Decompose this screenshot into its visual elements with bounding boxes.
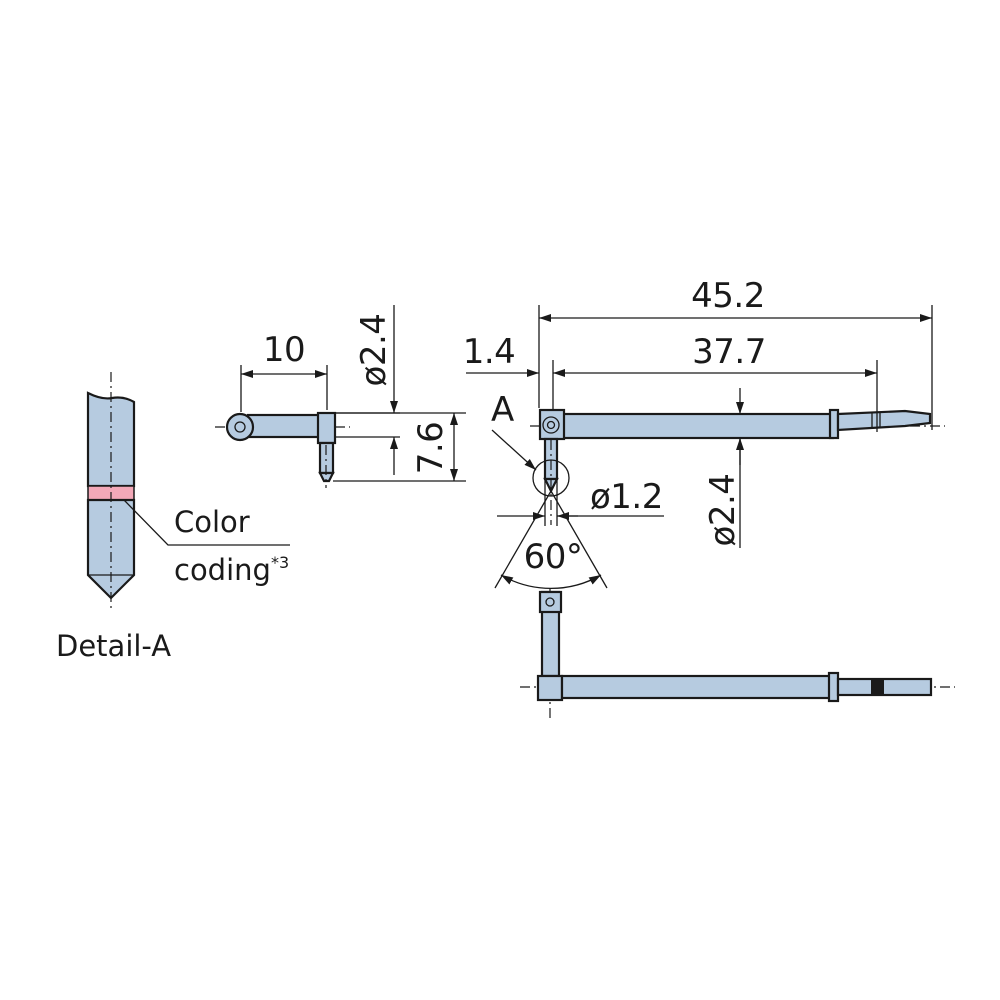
bottom-view-color-band <box>871 679 884 695</box>
dim-tip-diameter: ø1.2 <box>590 477 663 517</box>
front-view-tip <box>836 409 932 432</box>
bottom-view-shaft <box>560 674 832 700</box>
dim-overall-length: 45.2 <box>691 276 765 316</box>
front-view-head <box>538 408 566 441</box>
dim-side-length: 10 <box>263 330 305 370</box>
dim-shaft-diameter: ø2.4 <box>703 474 743 547</box>
dim-offset: 1.4 <box>463 332 516 372</box>
front-view-shaft <box>561 412 835 440</box>
tip-angle-arc <box>500 574 602 589</box>
bottom-view-head <box>536 674 564 702</box>
side-view-ball <box>225 412 255 442</box>
side-view-arm <box>246 413 322 439</box>
color-coding-label-line2: coding*3 <box>174 553 289 587</box>
side-view: 10 ø2.4 7.6 <box>215 305 466 488</box>
detail-a-view: Color coding*3 Detail-A <box>56 372 290 663</box>
dim-side-height: 7.6 <box>411 422 451 475</box>
dim-shaft-length: 37.7 <box>692 332 766 372</box>
color-coding-leader <box>123 499 290 546</box>
bottom-view-collar <box>827 671 840 703</box>
detail-a-label: Detail-A <box>56 629 171 663</box>
front-view: A 45.2 1.4 37.7 ø2.4 ø1.2 60° <box>463 276 945 589</box>
bottom-view <box>520 588 955 718</box>
detail-a-circle <box>532 459 570 497</box>
detail-ref-label: A <box>491 390 514 430</box>
side-view-block <box>316 411 337 445</box>
detail-shaft-lower <box>86 498 136 600</box>
bottom-view-tip <box>836 677 933 697</box>
front-view-collar <box>828 408 840 440</box>
color-coding-label-line1: Color <box>174 505 250 539</box>
dim-tip-angle: 60° <box>524 537 583 577</box>
dim-side-diameter: ø2.4 <box>354 314 394 387</box>
